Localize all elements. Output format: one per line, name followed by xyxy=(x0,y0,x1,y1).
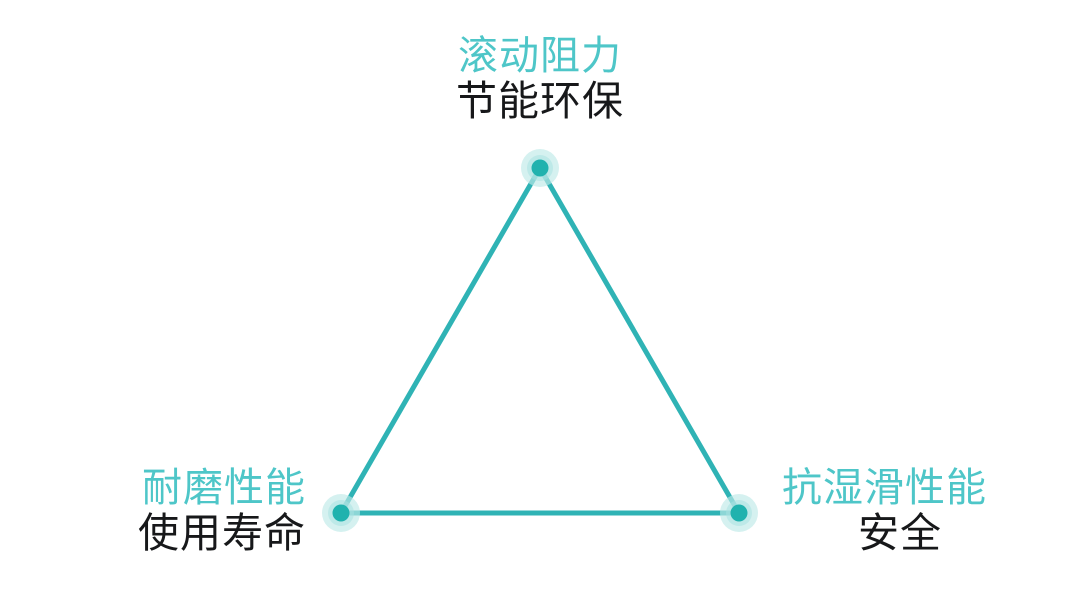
node-core-top xyxy=(531,159,549,177)
node-core-bottom-right xyxy=(730,504,748,522)
triangle-edges xyxy=(338,165,742,516)
vertex-label-top-primary: 滚动阻力 xyxy=(458,34,622,78)
vertex-label-top: 滚动阻力 节能环保 xyxy=(250,34,830,125)
vertex-label-bottom-right-secondary: 安全 xyxy=(858,509,942,556)
edge-top-to-bottom-left xyxy=(338,165,543,516)
vertex-label-bottom-left-primary: 耐磨性能 xyxy=(142,466,306,510)
vertex-node-bottom-right[interactable] xyxy=(720,494,758,532)
vertex-label-bottom-right: 抗湿滑性能 安全 xyxy=(782,466,1080,557)
vertex-node-top[interactable] xyxy=(521,149,559,187)
vertex-label-bottom-left: 耐磨性能 使用寿命 xyxy=(0,466,306,557)
vertex-label-top-secondary: 节能环保 xyxy=(456,77,624,124)
vertex-label-bottom-left-secondary: 使用寿命 xyxy=(138,509,306,556)
node-core-bottom-left xyxy=(332,504,350,522)
vertex-label-bottom-right-primary: 抗湿滑性能 xyxy=(782,466,987,510)
edge-top-to-bottom-right xyxy=(537,165,742,516)
vertex-node-bottom-left[interactable] xyxy=(322,494,360,532)
